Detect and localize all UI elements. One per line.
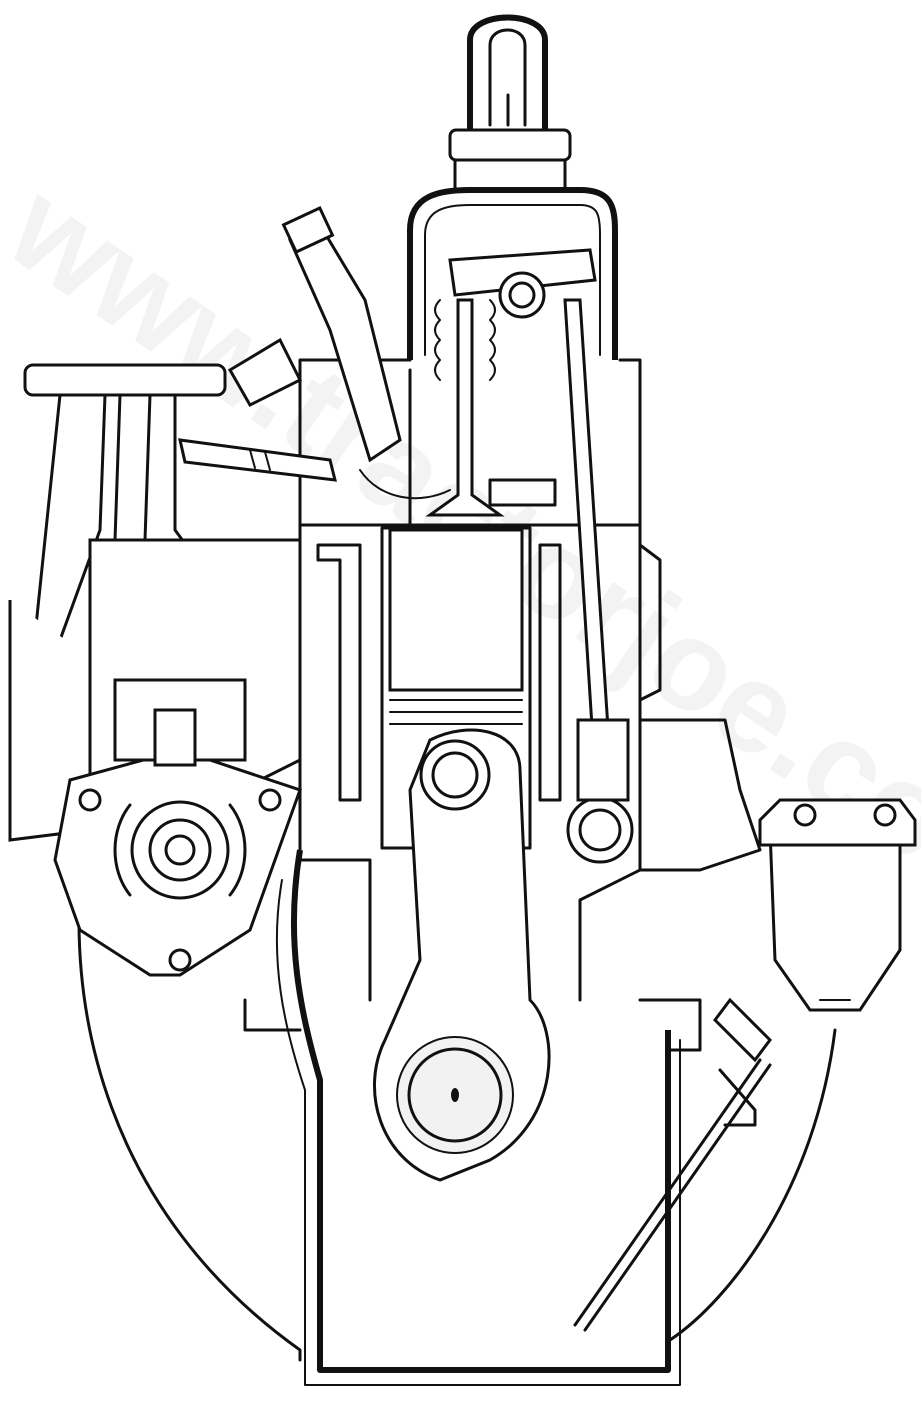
- injector-union: [227, 337, 303, 407]
- rocker-cover: [407, 187, 618, 360]
- crankcase-sump: [290, 849, 671, 1373]
- block-water-jacket-right: [538, 543, 562, 802]
- block-side-bulge: [638, 543, 662, 702]
- pipe-clamp: [23, 363, 227, 397]
- valve-spring: [434, 299, 496, 381]
- drain-boss: [713, 997, 772, 1063]
- tappet: [576, 718, 630, 802]
- gudgeon-pin: [419, 739, 491, 811]
- block-water-jacket-left: [316, 543, 362, 802]
- crankcase-flange: [243, 998, 702, 1052]
- piston: [388, 528, 524, 692]
- lifting-eye: [467, 14, 548, 130]
- ancillary-housing: [638, 718, 762, 872]
- rocker-shaft: [498, 271, 546, 319]
- oil-filter-bowl: [768, 828, 902, 1012]
- inlet-valve: [425, 298, 505, 517]
- glow-plug: [178, 438, 337, 482]
- oil-filler-cap: [448, 128, 572, 162]
- pump-drive-hub: [130, 800, 230, 900]
- dipstick: [573, 1058, 772, 1332]
- head-combustion-chamber: [359, 469, 451, 500]
- sump-inner-wall: [275, 879, 681, 1386]
- camshaft: [566, 796, 634, 864]
- head-water-passage: [488, 478, 557, 507]
